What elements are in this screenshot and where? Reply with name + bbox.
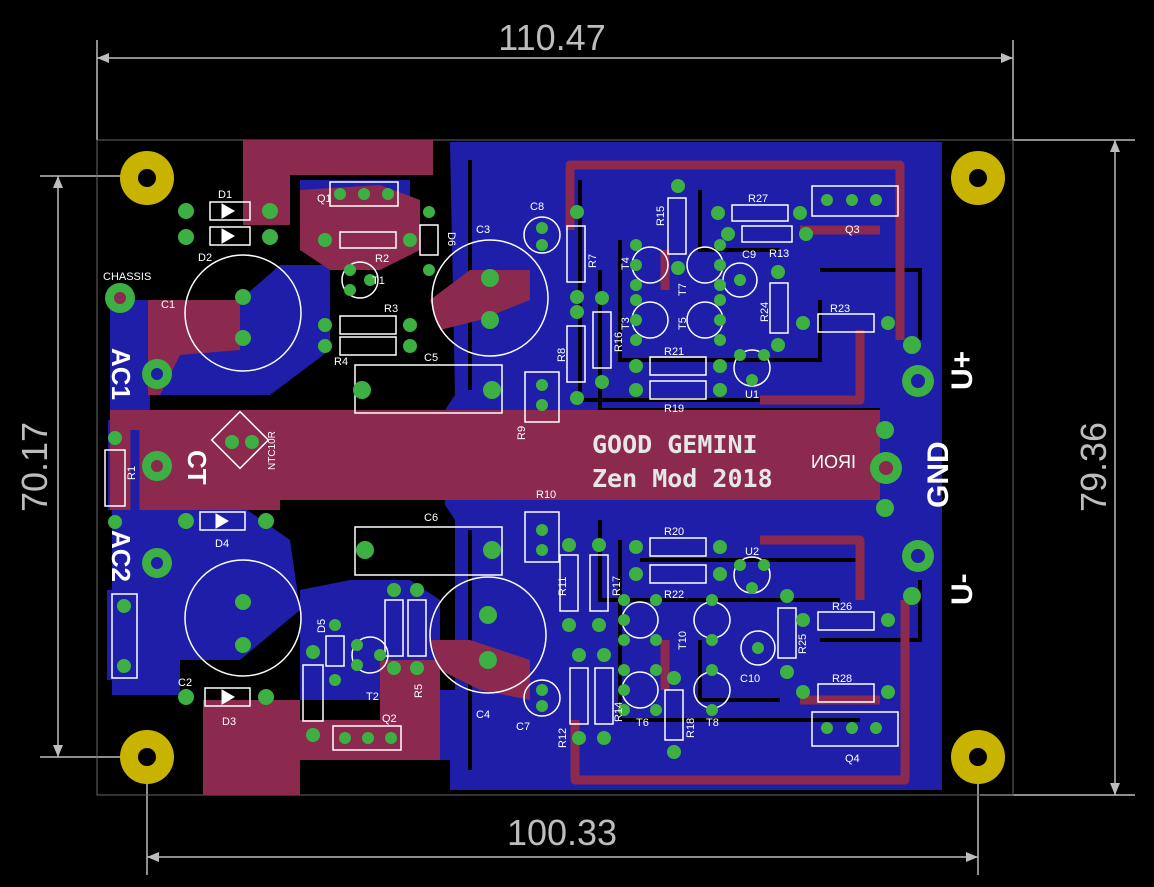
label-r21: R21 xyxy=(664,346,684,358)
dimension-arrows xyxy=(53,53,1120,862)
label-d6: D6 xyxy=(445,232,457,246)
label-r15: R15 xyxy=(655,206,667,226)
label-r11: R11 xyxy=(557,577,569,596)
label-c4: C4 xyxy=(476,709,490,721)
label-r7: R7 xyxy=(587,254,599,268)
label-t5: T5 xyxy=(677,317,689,330)
diode-bodies xyxy=(199,201,439,707)
label-u2: U2 xyxy=(745,546,759,558)
mounting-holes xyxy=(120,151,1005,784)
label-d3: D3 xyxy=(222,716,236,728)
label-r13: R13 xyxy=(769,248,789,260)
resistor-bodies xyxy=(104,197,875,741)
component-pads xyxy=(108,179,921,759)
label-q3: Q3 xyxy=(845,224,860,236)
label-r5: R5 xyxy=(413,684,425,698)
label-c10: C10 xyxy=(740,673,760,685)
label-gnd: GND xyxy=(922,441,955,508)
label-c5: C5 xyxy=(424,352,438,364)
dim-bottom-label: 100.33 xyxy=(507,812,617,853)
label-ct: CT xyxy=(182,450,212,485)
label-r12: R12 xyxy=(557,728,569,748)
top-copper-tracks xyxy=(565,160,910,785)
mirrored-text: IRON xyxy=(811,452,856,472)
label-d5: D5 xyxy=(316,619,328,633)
label-t7: T7 xyxy=(677,283,689,296)
label-r3: R3 xyxy=(384,303,398,315)
dim-left-label: 70.17 xyxy=(14,422,55,512)
label-r22: R22 xyxy=(664,589,684,601)
label-vplus: U+ xyxy=(946,351,979,390)
label-r10: R10 xyxy=(536,489,556,501)
label-r28: R28 xyxy=(832,673,852,685)
label-r25: R25 xyxy=(797,634,809,654)
label-r26: R26 xyxy=(832,601,852,613)
label-r17: R17 xyxy=(611,576,623,596)
label-c8: C8 xyxy=(530,201,544,213)
label-ac2: AC2 xyxy=(106,530,136,582)
label-r20: R20 xyxy=(664,526,684,538)
label-vminus: U- xyxy=(946,573,979,605)
label-c3: C3 xyxy=(476,224,490,236)
board-subtitle: Zen Mod 2018 xyxy=(592,464,773,493)
label-r14: R14 xyxy=(613,702,625,722)
label-c1: C1 xyxy=(161,299,175,311)
label-r9: R9 xyxy=(516,426,528,440)
label-q4: Q4 xyxy=(845,753,860,765)
label-r8: R8 xyxy=(556,348,568,362)
label-c2: C2 xyxy=(178,677,192,689)
label-t4: T4 xyxy=(620,257,632,270)
label-c9: C9 xyxy=(742,249,756,261)
label-r2: R2 xyxy=(375,253,389,265)
label-r19: R19 xyxy=(664,403,684,415)
label-t3: T3 xyxy=(620,317,632,330)
label-u1: U1 xyxy=(745,389,759,401)
label-c6: C6 xyxy=(424,512,438,524)
board-outline xyxy=(96,139,1014,796)
dim-top-label: 110.47 xyxy=(498,17,605,58)
label-r1: R1 xyxy=(126,466,138,480)
label-t1: T1 xyxy=(372,275,385,287)
label-d1: D1 xyxy=(218,189,232,201)
label-r4: R4 xyxy=(334,356,348,368)
label-t10: T10 xyxy=(677,631,689,650)
label-t8: T8 xyxy=(706,717,719,729)
label-chassis: CHASSIS xyxy=(103,271,151,283)
label-r27: R27 xyxy=(748,193,768,205)
label-d4: D4 xyxy=(215,538,229,550)
label-r16: R16 xyxy=(613,332,625,352)
label-ac1: AC1 xyxy=(106,348,136,400)
connector-pads xyxy=(105,283,934,578)
label-thermistor: NTC10R xyxy=(267,431,278,470)
label-d2: D2 xyxy=(198,252,212,264)
dim-right-label: 79.36 xyxy=(1073,422,1114,512)
label-q2: Q2 xyxy=(382,713,397,725)
label-t6: T6 xyxy=(636,717,649,729)
bottom-copper-tracks xyxy=(130,430,180,545)
board-title: GOOD GEMINI xyxy=(592,430,758,459)
label-r18: R18 xyxy=(685,718,697,738)
label-r23: R23 xyxy=(830,303,850,315)
label-r24: R24 xyxy=(759,302,771,322)
label-t2: T2 xyxy=(366,691,379,703)
label-q1: Q1 xyxy=(317,193,332,205)
label-c7: C7 xyxy=(516,721,530,733)
